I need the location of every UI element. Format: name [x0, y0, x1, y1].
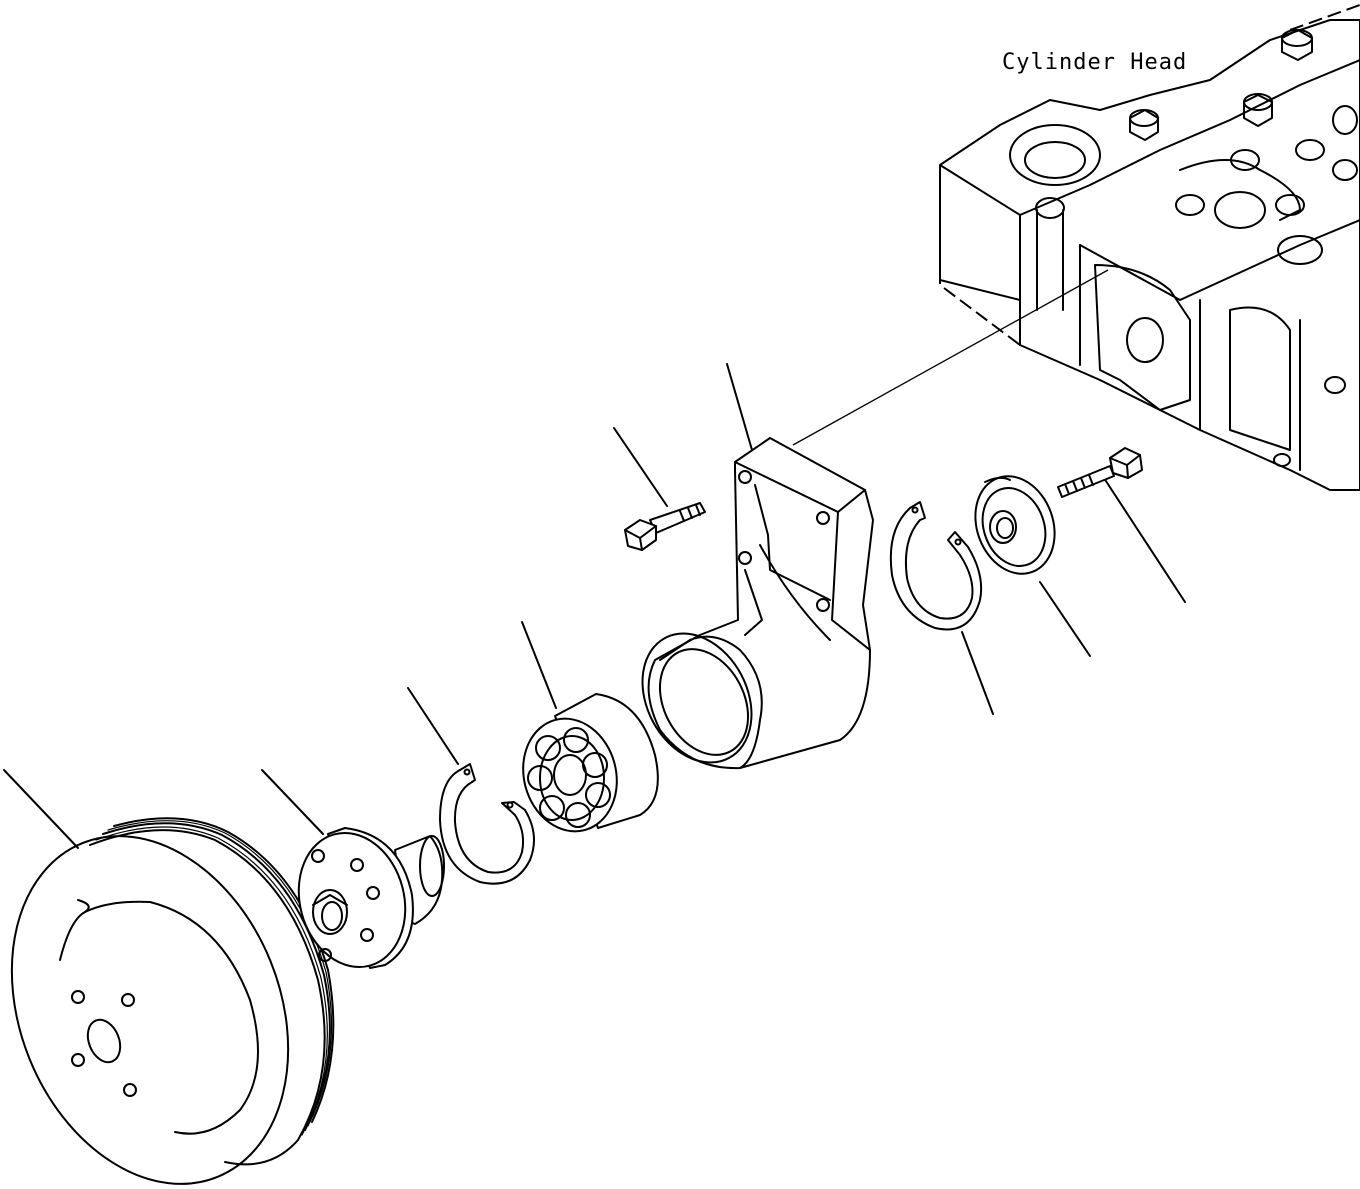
hub-flange	[297, 827, 445, 969]
bolt-center	[624, 502, 706, 551]
bolt-right	[1057, 447, 1143, 498]
cylinder-head-label: Cylinder Head	[1002, 50, 1188, 75]
snap-ring-right	[889, 501, 983, 631]
snap-ring-left	[439, 763, 535, 885]
leader-lines	[3, 269, 1186, 849]
pulley	[10, 817, 335, 1185]
idler-washer	[974, 475, 1056, 575]
cylinder-head	[939, 4, 1360, 491]
bearing	[522, 693, 659, 833]
bracket-housing	[641, 437, 874, 770]
